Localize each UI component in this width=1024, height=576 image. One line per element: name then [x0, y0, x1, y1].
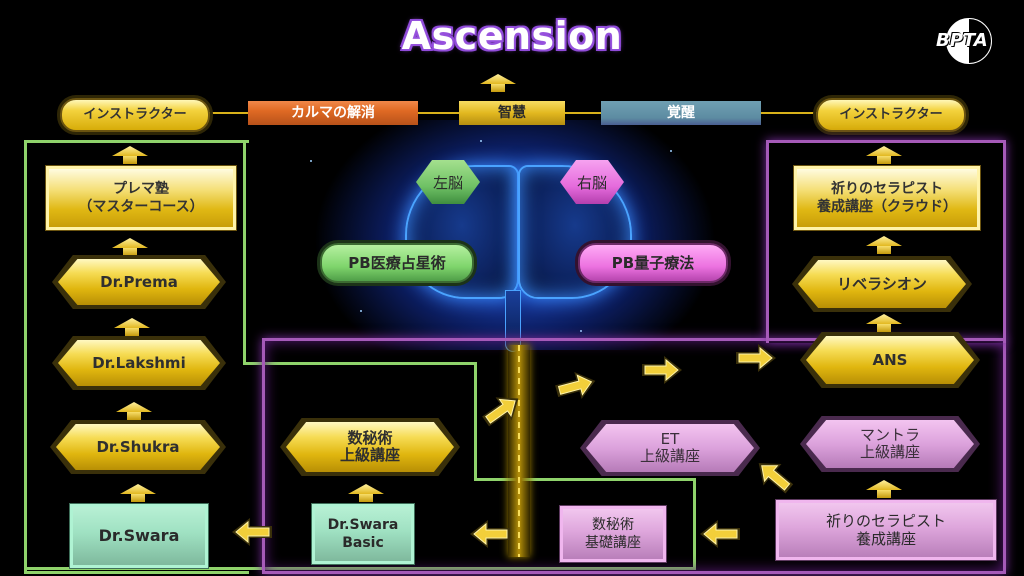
- logo-text: BPTA: [936, 30, 988, 51]
- green-group-border: [24, 140, 249, 574]
- prayer-therapist-cloud-course[interactable]: 祈りのセラピスト 養成講座（クラウド）: [794, 166, 980, 230]
- arrow-up-icon: [866, 480, 902, 498]
- arrow-up-icon: [116, 402, 152, 420]
- page-title: Ascension: [401, 14, 623, 58]
- course-label: プレマ塾: [113, 181, 169, 197]
- flow-arrow-icon: [642, 356, 682, 384]
- course-line1: 数秘術: [592, 517, 634, 533]
- arrow-up-icon: [348, 484, 384, 502]
- course-line2: 養成講座（クラウド）: [817, 199, 957, 215]
- flow-arrow-icon: [478, 387, 527, 433]
- arrow-up-icon: [866, 314, 902, 332]
- mantra-advanced-course[interactable]: マントラ 上級講座: [806, 420, 974, 468]
- course-line1: 数秘術: [347, 429, 393, 447]
- arrow-up-icon: [112, 146, 148, 164]
- golden-path-line: [508, 345, 530, 557]
- flow-arrow-icon: [736, 344, 776, 372]
- purple-group-border: [262, 338, 1006, 574]
- arrow-up-icon: [866, 236, 902, 254]
- dr-swara-basic-course[interactable]: Dr.Swara Basic: [312, 504, 414, 564]
- course-line2: 上級講座: [639, 447, 700, 465]
- pb-medical-astrology-course[interactable]: PB医療占星術: [320, 243, 474, 283]
- course-line2: 養成講座: [855, 530, 916, 548]
- course-line1: ET: [660, 430, 680, 448]
- course-line2: 上級講座: [339, 446, 400, 464]
- flow-arrow-icon: [750, 452, 799, 499]
- yin-yang-icon: [946, 18, 992, 64]
- purple-group-border-top: [766, 140, 1006, 343]
- bpta-logo: BPTA: [932, 16, 998, 70]
- course-line2: Basic: [342, 535, 384, 551]
- green-group-border-segment: [243, 362, 476, 365]
- dr-shukra-course[interactable]: Dr.Shukra: [56, 424, 220, 470]
- flow-arrow-icon: [553, 367, 599, 404]
- flow-arrow-icon: [232, 518, 272, 546]
- dr-prema-course[interactable]: Dr.Prema: [58, 259, 220, 305]
- instructor-left-badge[interactable]: インストラクター: [60, 98, 210, 132]
- course-line1: マントラ: [859, 426, 920, 444]
- course-sublabel: （マスターコース）: [78, 199, 204, 215]
- course-line1: 祈りのセラピスト: [831, 181, 943, 197]
- wisdom-band: 智慧: [459, 101, 565, 125]
- awakening-band: 覚醒: [601, 101, 761, 125]
- flow-arrow-icon: [700, 520, 740, 548]
- star: [310, 160, 312, 162]
- star: [480, 140, 482, 142]
- green-group-border-segment: [474, 362, 477, 480]
- liberation-course[interactable]: リベラシオン: [798, 260, 966, 308]
- numerology-basic-course[interactable]: 数秘術 基礎講座: [560, 506, 666, 562]
- instructor-right-badge[interactable]: インストラクター: [816, 98, 966, 132]
- arrow-up-icon: [120, 484, 156, 502]
- arrow-up-icon: [112, 238, 148, 256]
- star: [670, 150, 672, 152]
- star: [360, 310, 362, 312]
- star: [580, 330, 582, 332]
- flow-arrow-icon: [470, 520, 510, 548]
- prayer-therapist-course[interactable]: 祈りのセラピスト 養成講座: [776, 500, 996, 560]
- dr-lakshmi-course[interactable]: Dr.Lakshmi: [58, 340, 220, 386]
- arrow-up-icon: [114, 318, 150, 336]
- ans-course[interactable]: ANS: [806, 336, 974, 384]
- green-group-border-segment: [693, 478, 696, 570]
- et-advanced-course[interactable]: ET 上級講座: [586, 424, 754, 472]
- karma-release-band: カルマの解消: [248, 101, 418, 125]
- course-line1: 祈りのセラピスト: [825, 512, 946, 530]
- space-brain-background: [250, 120, 770, 352]
- arrow-up-icon: [866, 146, 902, 164]
- arrow-up-icon: [480, 74, 516, 92]
- course-line1: Dr.Swara: [327, 517, 399, 533]
- right-brain-badge: 右脳: [560, 160, 624, 204]
- green-group-border-segment: [24, 567, 696, 570]
- course-line2: 基礎講座: [585, 535, 641, 551]
- dr-swara-course[interactable]: Dr.Swara: [70, 504, 208, 568]
- green-group-border-segment: [474, 478, 696, 481]
- course-line2: 上級講座: [859, 443, 920, 461]
- prema-juku-course[interactable]: プレマ塾 （マスターコース）: [46, 166, 236, 230]
- pb-quantum-therapy-course[interactable]: PB量子療法: [578, 243, 728, 283]
- green-group-border-segment: [243, 140, 246, 364]
- numerology-advanced-course[interactable]: 数秘術 上級講座: [286, 422, 454, 472]
